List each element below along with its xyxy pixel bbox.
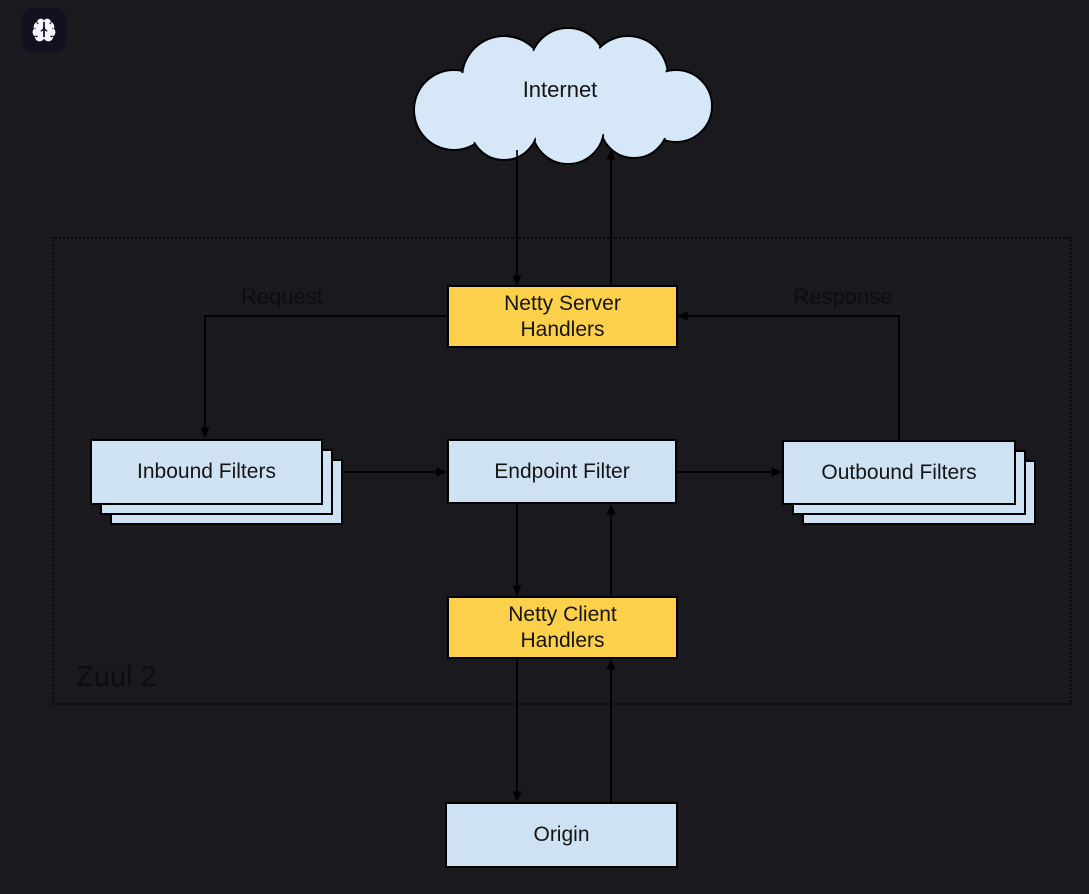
zuul2-container <box>52 237 1072 705</box>
arrow-endpoint-to-outbound <box>677 467 782 477</box>
node-endpoint-filter: Endpoint Filter <box>447 439 677 504</box>
node-label: Origin <box>533 823 590 847</box>
node-netty-client-handlers: Netty Client Handlers <box>447 596 678 659</box>
internet-cloud <box>413 27 713 165</box>
node-label-line: Handlers <box>520 317 605 341</box>
arrow-origin-to-netty-client <box>606 659 616 802</box>
arrow-internet-to-netty-server <box>512 150 522 286</box>
arrow-response-outbound-to-netty-server <box>677 311 900 440</box>
arrow-inbound-to-endpoint <box>343 467 447 477</box>
node-netty-server-handlers: Netty Server Handlers <box>447 285 678 348</box>
arrow-request-netty-server-to-inbound <box>200 315 447 438</box>
node-inbound-filters-box: Inbound Filters <box>90 439 323 505</box>
zuul2-label: Zuul 2 <box>76 661 157 693</box>
node-label: Endpoint Filter <box>494 459 630 483</box>
node-label-line: Handlers <box>520 628 605 652</box>
arrow-endpoint-to-netty-client <box>512 504 522 596</box>
arrow-netty-server-to-internet <box>606 149 616 286</box>
brain-icon <box>31 17 57 43</box>
internet-cloud-label: Internet <box>522 77 598 102</box>
node-label: Outbound Filters <box>821 460 977 484</box>
node-label-line: Netty Server <box>504 291 621 315</box>
node-origin: Origin <box>445 802 678 868</box>
edge-label-response: Response <box>793 284 893 309</box>
node-outbound-filters-box: Outbound Filters <box>782 440 1016 505</box>
arrow-netty-client-to-endpoint <box>606 504 616 596</box>
node-label: Inbound Filters <box>137 460 276 483</box>
arrow-netty-client-to-origin <box>512 659 522 802</box>
brain-logo-button[interactable] <box>22 8 66 52</box>
node-label-line: Netty Client <box>508 602 617 626</box>
edge-label-request: Request <box>241 284 323 309</box>
